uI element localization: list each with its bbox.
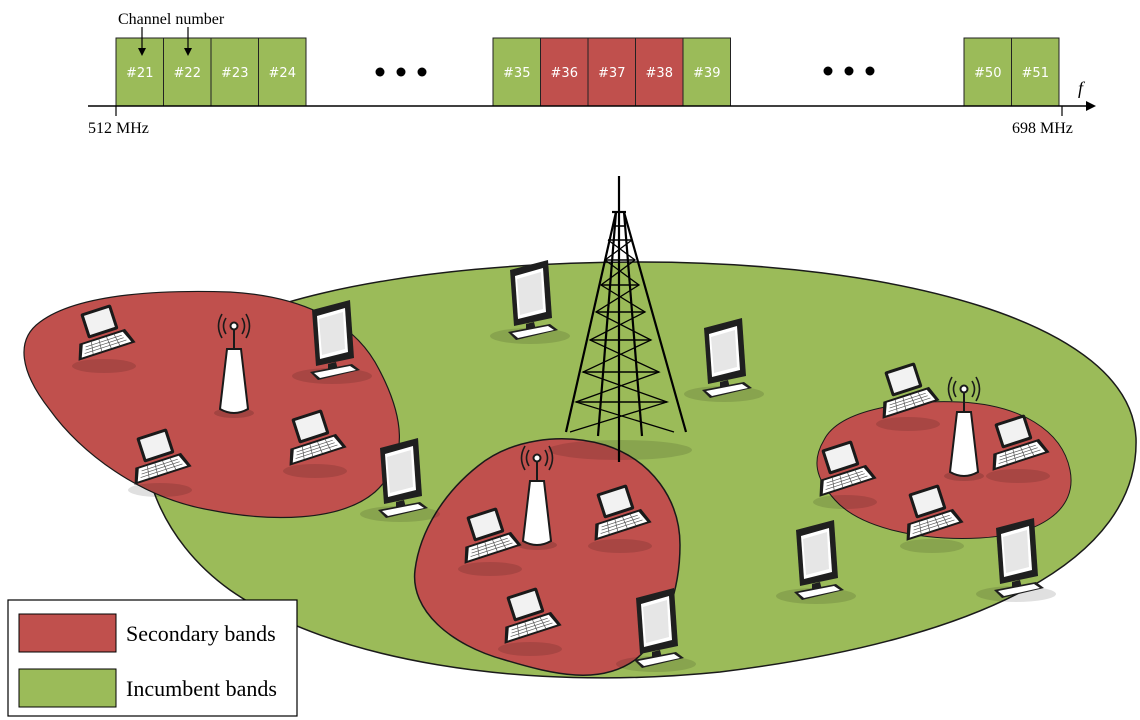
spectrum-strip: #21 #22 #23 #24 #35 #36 #37 #38 #39 #50 #51 f 512 … (88, 11, 1096, 137)
legend-swatch-incumbent (18, 668, 117, 708)
channel-label: #23 (221, 66, 248, 81)
channel-label: #24 (269, 66, 296, 81)
legend-label-incumbent: Incumbent bands (126, 676, 277, 701)
channel-block-incumbent (258, 37, 307, 107)
ellipsis-dots (375, 66, 875, 77)
channel-label: #35 (503, 66, 530, 81)
freq-start-label: 512 MHz (88, 120, 149, 137)
channel-label: #50 (974, 66, 1001, 81)
freq-end-label: 698 MHz (1012, 120, 1073, 137)
legend-swatch-secondary (18, 613, 117, 653)
channel-blocks: #21 #22 #23 #24 #35 #36 #37 #38 #39 #50 #51 (115, 37, 1060, 107)
channel-block-incumbent (1011, 37, 1060, 107)
axis-symbol: f (1078, 78, 1086, 98)
channel-block-secondary (635, 37, 684, 107)
channel-label: #21 (126, 66, 153, 81)
legend-label-secondary: Secondary bands (126, 621, 276, 646)
channel-label: #51 (1022, 66, 1049, 81)
channel-number-annotation: Channel number (118, 11, 225, 28)
channel-block-secondary (540, 37, 589, 107)
channel-label: #39 (693, 66, 720, 81)
tower-icon (548, 176, 692, 462)
channel-block-incumbent (210, 37, 259, 107)
channel-block-incumbent (963, 37, 1012, 107)
channel-label: #36 (551, 66, 578, 81)
channel-label: #22 (174, 66, 201, 81)
coverage-areas (23, 261, 1137, 679)
channel-label: #37 (598, 66, 625, 81)
legend: Secondary bands Incumbent bands (7, 599, 298, 717)
channel-label: #38 (646, 66, 673, 81)
